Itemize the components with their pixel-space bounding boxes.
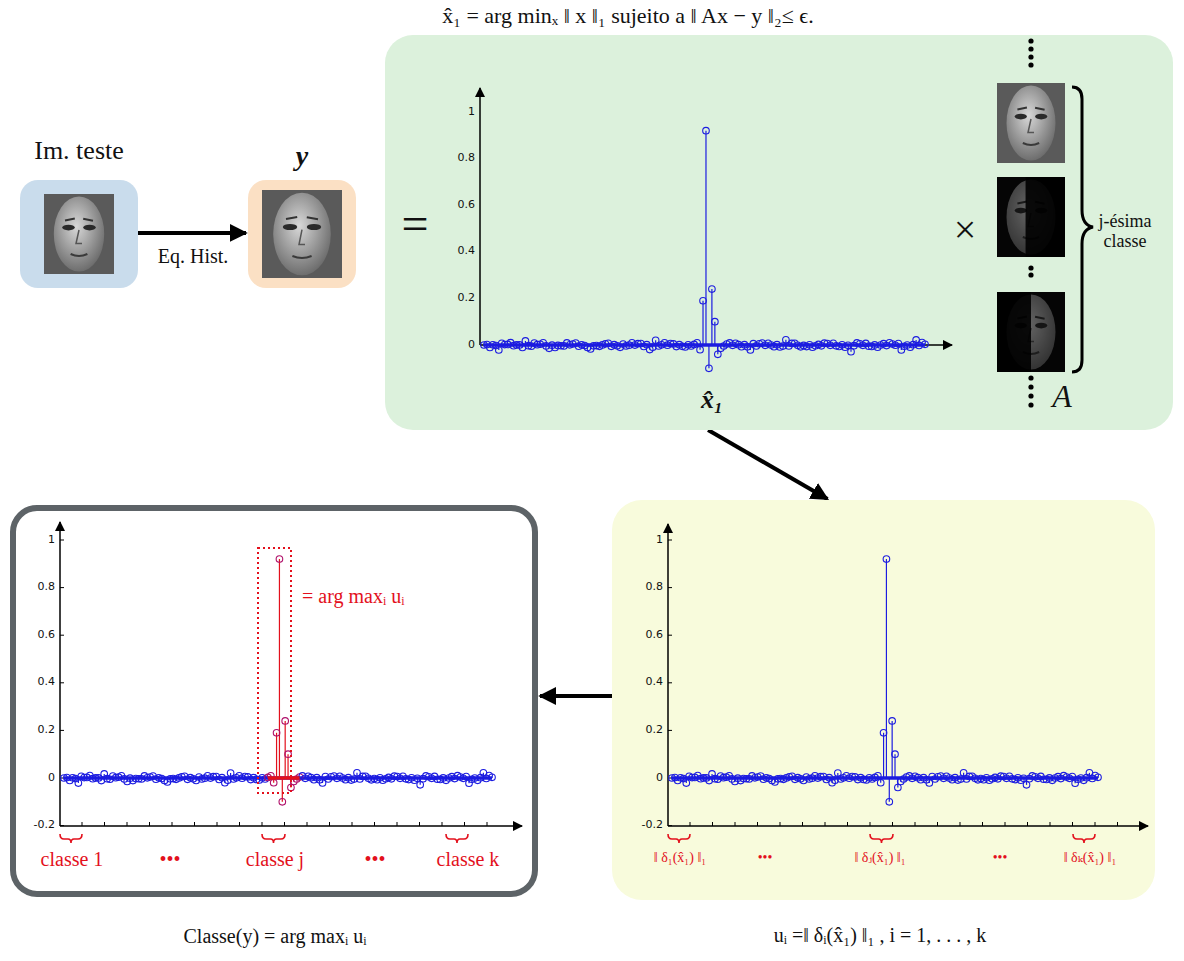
class-brace: [668, 834, 690, 843]
y-axis: [479, 88, 481, 345]
ellipsis-dot: [1028, 375, 1033, 380]
class-brace: [1073, 834, 1095, 843]
stem-plot: [480, 88, 952, 372]
illustration: [10, 505, 538, 897]
class-brace: [262, 834, 285, 843]
node-heading: uᵢ =‖ δᵢ(x̂₁) ‖₁ , i = 1, . . . , k: [774, 924, 987, 947]
argmax-note: = arg maxᵢ uᵢ: [302, 585, 404, 608]
axis-tick-label: 0.4: [458, 245, 476, 258]
node-heading: Classe(y) = arg maxᵢ uᵢ: [184, 925, 367, 948]
class-label: classe j: [246, 848, 304, 871]
ellipsis-dot: [1028, 272, 1033, 277]
stem-plot: [60, 522, 522, 843]
axis-tick-label: 0.4: [38, 676, 56, 689]
axis-tick-label: 0: [48, 772, 55, 785]
class-brace: [1072, 87, 1093, 372]
class-label: •••: [364, 848, 385, 871]
class-norm-label: ‖ δₖ(x̂₁) ‖₁: [1064, 850, 1117, 866]
face-image: [262, 190, 342, 278]
axis-tick-label: 0.6: [458, 199, 476, 212]
class-norm-label: ‖ δⱼ(x̂₁) ‖₁: [854, 850, 905, 866]
edge-label: Eq. Hist.: [158, 245, 229, 268]
illustration: [248, 180, 356, 288]
class-norm-panel: uᵢ =‖ δᵢ(x̂₁) ‖₁ , i = 1, . . . , k: [612, 500, 1155, 900]
face-image: [44, 194, 114, 274]
illustration: [385, 35, 1173, 430]
flow-arrow: [138, 231, 246, 235]
class-label: •••: [159, 848, 180, 871]
ellipsis-dot: [1028, 46, 1033, 51]
ellipsis-dot: [1028, 265, 1033, 270]
classification-panel: Classe(y) = arg maxᵢ uᵢ: [10, 505, 538, 897]
class-brace: [60, 834, 82, 843]
ellipsis-dot: [1028, 384, 1033, 389]
illustration: [20, 180, 138, 288]
class-label: classe k: [437, 848, 500, 871]
flow-arrow: [540, 694, 612, 698]
selection-box: [258, 548, 291, 793]
axis-tick-label: 0.8: [458, 152, 476, 165]
sparse-coding-panel: x̂₁ = arg minₓ ‖ x ‖₁ sujeito a ‖ Ax − y…: [385, 35, 1173, 430]
face-image: [997, 177, 1065, 257]
axis-tick-label: 1: [48, 534, 55, 547]
x-axis: [60, 825, 522, 827]
axis-tick-label: 1: [468, 106, 475, 119]
class-brace: [870, 834, 893, 843]
axis-tick-label: 0.2: [458, 292, 476, 305]
axis-tick-label: -0.2: [642, 819, 663, 832]
axis-tick-label: 1: [656, 534, 663, 547]
x-axis: [668, 825, 1148, 827]
axis-tick-label: 0.4: [646, 676, 664, 689]
ellipsis-dot: [1028, 38, 1033, 43]
class-norm-label: •••: [758, 850, 773, 866]
axis-tick-label: 0: [468, 339, 475, 352]
class-norm-label: ‖ δ₁(x̂₁) ‖₁: [654, 850, 706, 866]
times-sign: ×: [954, 207, 977, 253]
input-image-box: Im. teste: [20, 180, 138, 288]
axis-tick-label: 0.6: [38, 629, 56, 642]
class-norm-label: •••: [993, 850, 1008, 866]
axis-tick-label: 0.2: [646, 724, 664, 737]
axis-tick-label: 0.6: [646, 629, 664, 642]
axis-tick-label: 0.8: [646, 581, 664, 594]
face-image: [997, 292, 1065, 372]
axis-tick-label: 0.2: [38, 724, 56, 737]
ellipsis-dot: [1028, 54, 1033, 59]
y-axis: [59, 522, 61, 826]
axis-tick-label: 0.8: [38, 581, 56, 594]
stem-plot: [668, 524, 1148, 843]
class-bracket-label: j-ésima classe: [1083, 212, 1167, 252]
equals-sign: =: [401, 196, 428, 251]
node-heading: Im. teste: [34, 136, 124, 166]
axis-tick-label: -0.2: [34, 819, 55, 832]
ellipsis-dot: [1028, 402, 1033, 407]
formula-heading: x̂₁ = arg minₓ ‖ x ‖₁ sujeito a ‖ Ax − y…: [442, 3, 813, 28]
class-label: classe 1: [41, 848, 104, 871]
axis-tick-label: 0: [656, 772, 663, 785]
y-axis: [667, 524, 669, 826]
flow-arrow: [708, 430, 827, 499]
matrix-name: A: [1052, 378, 1072, 415]
illustration: [612, 500, 1155, 900]
ellipsis-dot: [1028, 393, 1033, 398]
face-image: [997, 83, 1065, 163]
panel-border: [13, 508, 535, 894]
ellipsis-dot: [1028, 62, 1033, 67]
node-heading: y: [296, 140, 308, 172]
vector-name: x̂₁: [701, 385, 723, 415]
equalized-image-box: y: [248, 180, 356, 288]
class-brace: [446, 834, 468, 843]
